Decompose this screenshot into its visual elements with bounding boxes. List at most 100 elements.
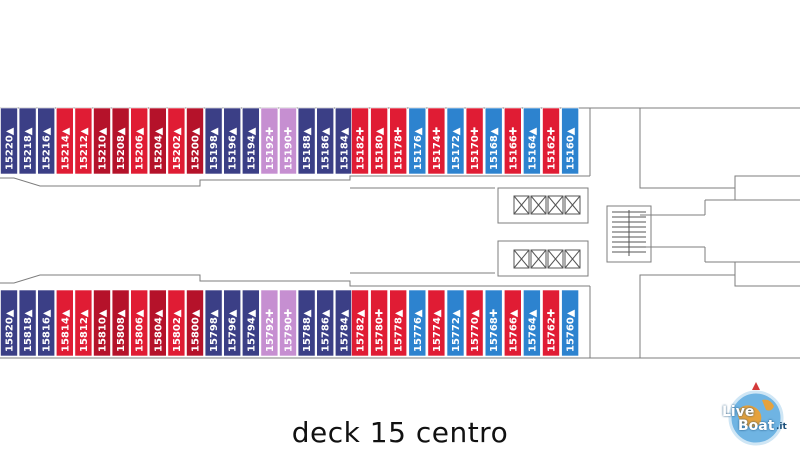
elevator-group [513,195,581,269]
cabin-15768[interactable]: 15768✚ [484,289,503,357]
cabin-15174[interactable]: 15174✚ [427,107,446,175]
cabin-box [111,107,130,175]
cabin-15792[interactable]: 15792✚ [260,289,279,357]
cabin-15184[interactable]: 15184▲ [334,107,353,175]
cabin-number: 15166✚ [508,127,519,170]
cabin-box [523,107,541,175]
cabin-15180[interactable]: 15180▲ [370,107,388,175]
cabin-15192[interactable]: 15192✚ [260,107,279,175]
cabin-15818[interactable]: 15818▲ [18,289,37,357]
cabin-box [18,289,37,357]
cabin-15806[interactable]: 15806▲ [130,289,148,357]
cabin-box [0,289,18,357]
cabin-15812[interactable]: 15812▲ [74,289,93,357]
cabin-box [55,107,74,175]
lower-cabin-row: 15820▲15818▲15816▲15814▲15812▲15810▲1580… [0,289,579,357]
cabin-15168[interactable]: 15168▲ [484,107,503,175]
cabin-15208[interactable]: 15208▲ [111,107,130,175]
cabin-15178[interactable]: 15178✚ [389,107,408,175]
cabin-15190[interactable]: 15190✚ [279,107,297,175]
cabin-15780[interactable]: 15780✚ [370,289,388,357]
cabin-15162[interactable]: 15162✚ [542,107,560,175]
cabin-box [186,289,204,357]
cabin-15218[interactable]: 15218▲ [18,107,37,175]
cabin-box [484,107,503,175]
cabin-number: 15784▲ [339,309,350,352]
cabin-number: 15782▲ [356,309,367,352]
cabin-15202[interactable]: 15202▲ [167,107,186,175]
cabin-15796[interactable]: 15796▲ [223,289,241,357]
cabin-15194[interactable]: 15194▲ [242,107,260,175]
cabin-15182[interactable]: 15182✚ [351,107,369,175]
cabin-box [316,107,335,175]
cabin-15816[interactable]: 15816▲ [37,289,56,357]
cabin-15766[interactable]: 15766▲ [503,289,522,357]
cabin-15814[interactable]: 15814▲ [55,289,74,357]
cabin-15784[interactable]: 15784▲ [334,289,353,357]
cabin-15212[interactable]: 15212▲ [74,107,93,175]
cabin-15166[interactable]: 15166✚ [503,107,522,175]
cabin-number: 15200▲ [191,127,202,170]
cabin-box [446,289,465,357]
cabin-box [242,289,260,357]
cabin-15198[interactable]: 15198▲ [204,107,223,175]
cabin-15790[interactable]: 15790✚ [279,289,297,357]
cabin-number: 15172▲ [451,127,462,170]
cabin-15176[interactable]: 15176▲ [408,107,427,175]
cabin-box [297,289,316,357]
cabin-15186[interactable]: 15186▲ [316,107,335,175]
cabin-number: 15804▲ [153,309,164,352]
cabin-15800[interactable]: 15800▲ [186,289,204,357]
cabin-15188[interactable]: 15188▲ [297,107,316,175]
cabin-number: 15184▲ [339,127,350,170]
cabin-15774[interactable]: 15774▲ [427,289,446,357]
cabin-15802[interactable]: 15802▲ [167,289,186,357]
cabin-15782[interactable]: 15782▲ [351,289,369,357]
cabin-box [93,107,111,175]
cabin-15810[interactable]: 15810▲ [93,289,111,357]
cabin-15808[interactable]: 15808▲ [111,289,130,357]
cabin-number: 15802▲ [172,309,183,352]
cabin-15820[interactable]: 15820▲ [0,289,18,357]
cabin-15794[interactable]: 15794▲ [242,289,260,357]
cabin-15216[interactable]: 15216▲ [37,107,56,175]
cabin-box [465,107,484,175]
cabin-15170[interactable]: 15170✚ [465,107,484,175]
cabin-15164[interactable]: 15164▲ [523,107,541,175]
cabin-15204[interactable]: 15204▲ [149,107,167,175]
cabin-box [279,289,297,357]
cabin-box [149,107,167,175]
cabin-box [0,107,18,175]
cabin-15762[interactable]: 15762✚ [542,289,560,357]
cabin-number: 15774▲ [432,309,443,352]
cabin-15210[interactable]: 15210▲ [93,107,111,175]
cabin-15160[interactable]: 15160▲ [561,107,579,175]
cabin-number: 15204▲ [153,127,164,170]
cabin-15206[interactable]: 15206▲ [130,107,148,175]
cabin-number: 15206▲ [135,127,146,170]
cabin-15764[interactable]: 15764▲ [523,289,541,357]
cabin-15770[interactable]: 15770▲ [465,289,484,357]
cabin-15760[interactable]: 15760▲ [561,289,579,357]
cabin-15776[interactable]: 15776▲ [408,289,427,357]
cabin-15778[interactable]: 15778▲ [389,289,408,357]
cabin-15200[interactable]: 15200▲ [186,107,204,175]
cabin-15804[interactable]: 15804▲ [149,289,167,357]
cabin-number: 15198▲ [209,127,220,170]
cabin-number: 15210▲ [98,127,109,170]
cabin-15786[interactable]: 15786▲ [316,289,335,357]
cabin-15220[interactable]: 15220▲ [0,107,18,175]
cabin-box [465,289,484,357]
cabin-15788[interactable]: 15788▲ [297,289,316,357]
cabin-15196[interactable]: 15196▲ [223,107,241,175]
cabin-15772[interactable]: 15772▲ [446,289,465,357]
cabin-15798[interactable]: 15798▲ [204,289,223,357]
cabin-number: 15762✚ [547,309,558,352]
cabin-box [130,289,148,357]
cabin-box [408,289,427,357]
cabin-number: 15208▲ [116,127,127,170]
cabin-15214[interactable]: 15214▲ [55,107,74,175]
cabin-number: 15788▲ [302,309,313,352]
cabin-15172[interactable]: 15172▲ [446,107,465,175]
